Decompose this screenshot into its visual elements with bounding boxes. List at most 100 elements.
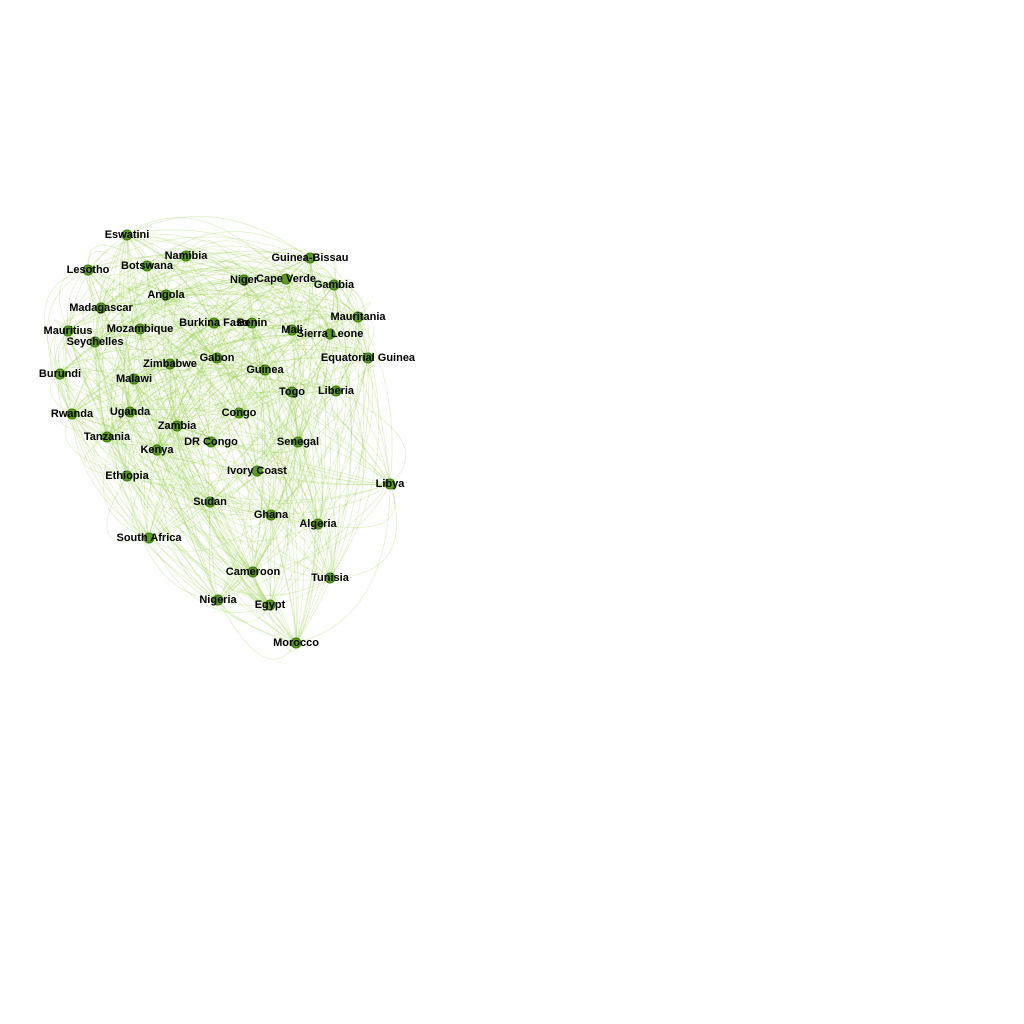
node-mali[interactable]: [286, 324, 298, 336]
node-lesotho[interactable]: [82, 264, 94, 276]
node-ethiopia[interactable]: [121, 470, 133, 482]
node-niger[interactable]: [238, 274, 250, 286]
edge: [126, 475, 391, 501]
node-egypt[interactable]: [264, 599, 276, 611]
node-liberia[interactable]: [330, 385, 342, 397]
edge: [94, 324, 293, 343]
edge: [291, 391, 337, 579]
node-senegal[interactable]: [292, 436, 304, 448]
edge: [126, 234, 391, 485]
node-dr-congo[interactable]: [205, 436, 217, 448]
edge: [133, 314, 215, 380]
node-ghana[interactable]: [265, 509, 277, 521]
edge: [129, 407, 240, 414]
node-guinea-bissau[interactable]: [304, 252, 316, 264]
edge: [125, 322, 215, 477]
node-namibia[interactable]: [180, 250, 192, 262]
edge: [106, 357, 218, 438]
edge: [127, 353, 218, 413]
node-uganda[interactable]: [124, 406, 136, 418]
node-angola[interactable]: [160, 289, 172, 301]
edge: [95, 307, 150, 539]
edge: [213, 291, 331, 335]
edge: [213, 306, 369, 359]
edge: [126, 234, 297, 644]
node-tanzania[interactable]: [101, 431, 113, 443]
node-sudan[interactable]: [204, 496, 216, 508]
edge: [133, 378, 254, 573]
edge: [94, 269, 245, 343]
edge: [146, 265, 272, 516]
edge: [67, 330, 271, 606]
edge: [67, 293, 359, 332]
edge: [133, 325, 331, 380]
node-tunisia[interactable]: [324, 572, 336, 584]
node-algeria[interactable]: [312, 518, 324, 530]
node-mauritania[interactable]: [352, 311, 364, 323]
node-gambia[interactable]: [328, 279, 340, 291]
edge: [87, 307, 131, 413]
edge: [251, 301, 293, 331]
edge: [216, 357, 284, 516]
node-label-congo: Congo: [222, 407, 257, 419]
node-togo[interactable]: [286, 386, 298, 398]
edge: [126, 234, 219, 601]
edge: [67, 330, 211, 503]
node-cameroon[interactable]: [247, 566, 259, 578]
node-seychelles[interactable]: [89, 336, 101, 348]
edge: [165, 282, 293, 331]
node-eswatini[interactable]: [121, 229, 133, 241]
edge: [210, 316, 359, 443]
edge: [210, 278, 287, 443]
node-gabon[interactable]: [211, 352, 223, 364]
node-label-liberia: Liberia: [318, 385, 355, 397]
node-rwanda[interactable]: [66, 408, 78, 420]
node-burundi[interactable]: [54, 368, 66, 380]
edge: [126, 475, 272, 516]
edge: [46, 269, 89, 415]
node-kenya[interactable]: [151, 444, 163, 456]
node-label-angola: Angola: [147, 289, 185, 301]
node-madagascar[interactable]: [95, 302, 107, 314]
edge: [269, 329, 297, 606]
node-nigeria[interactable]: [212, 594, 224, 606]
edge: [94, 305, 331, 343]
edge: [169, 363, 331, 579]
node-label-namibia: Namibia: [165, 250, 209, 262]
node-libya[interactable]: [384, 478, 396, 490]
node-south-africa[interactable]: [143, 532, 155, 544]
node-burkina-faso[interactable]: [208, 317, 220, 329]
edge: [329, 278, 353, 335]
node-morocco[interactable]: [290, 637, 302, 649]
edge: [71, 255, 187, 415]
node-equatorial-guinea[interactable]: [362, 352, 374, 364]
node-congo[interactable]: [233, 407, 245, 419]
edge: [238, 412, 319, 525]
edge: [169, 363, 271, 606]
edge: [309, 257, 351, 392]
node-ivory-coast[interactable]: [251, 465, 263, 477]
edge: [251, 310, 369, 359]
edge: [126, 234, 253, 324]
node-malawi[interactable]: [128, 373, 140, 385]
node-zimbabwe[interactable]: [164, 358, 176, 370]
node-label-burundi: Burundi: [39, 368, 81, 380]
node-guinea[interactable]: [259, 364, 271, 376]
edge: [270, 514, 320, 543]
edge: [129, 411, 299, 443]
edge: [87, 250, 167, 296]
node-zambia[interactable]: [171, 420, 183, 432]
node-mozambique[interactable]: [134, 323, 146, 335]
edge: [216, 357, 254, 573]
node-cape-verde[interactable]: [280, 273, 292, 285]
edge: [126, 470, 258, 486]
edge: [93, 341, 158, 451]
node-sierra-leone[interactable]: [324, 328, 336, 340]
node-botswana[interactable]: [141, 260, 153, 272]
node-benin[interactable]: [246, 317, 258, 329]
edge: [148, 279, 245, 539]
node-mauritius[interactable]: [62, 325, 74, 337]
edge: [122, 265, 148, 477]
edge: [251, 322, 306, 443]
edge: [111, 325, 141, 380]
